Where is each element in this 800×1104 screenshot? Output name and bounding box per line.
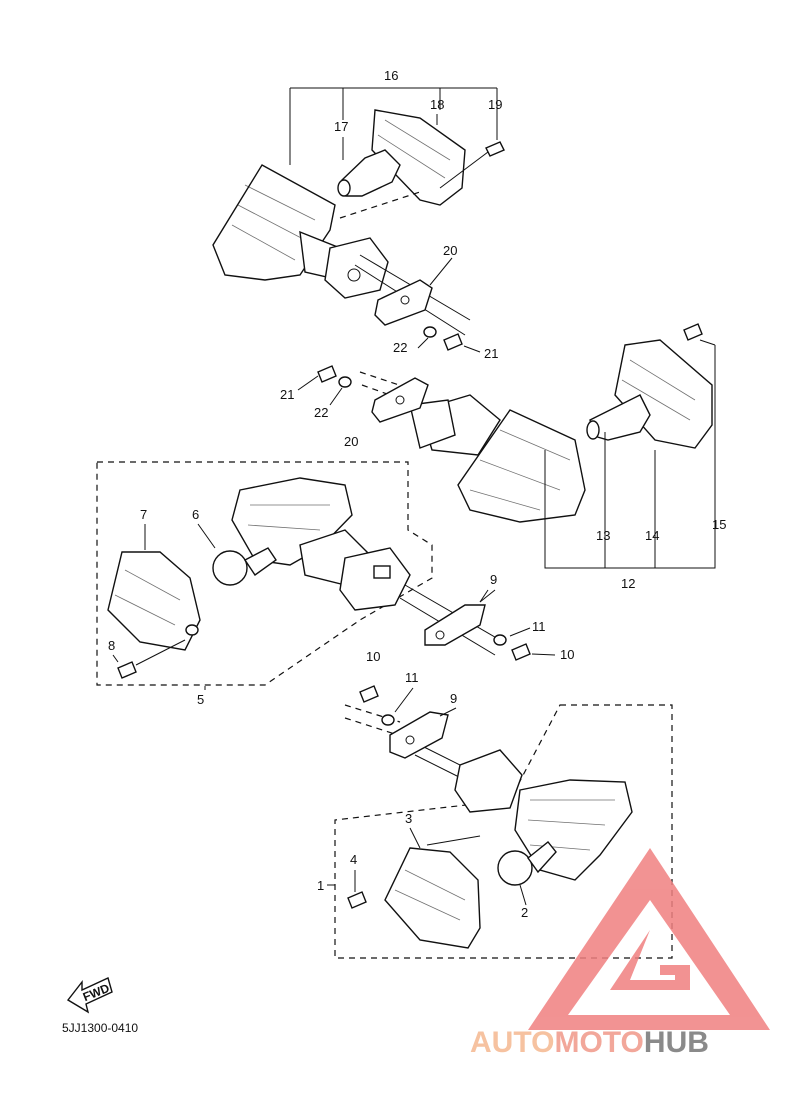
screw-21-top	[443, 333, 463, 351]
screw-15	[683, 323, 703, 341]
gasket-20-mid	[371, 377, 429, 423]
screw-8	[117, 661, 137, 679]
callout-1: 1	[317, 878, 324, 893]
callout-21-mid: 21	[280, 387, 294, 402]
lens-7	[107, 551, 201, 651]
callout-18: 18	[430, 97, 444, 112]
fwd-arrow: FWD	[66, 977, 113, 1014]
bulb-17	[341, 149, 401, 197]
gasket-9-bottom	[389, 711, 449, 759]
callout-11-bottom: 11	[405, 670, 419, 685]
fwd-label: FWD	[81, 981, 112, 1004]
callout-5: 5	[197, 692, 204, 707]
callout-4: 4	[350, 852, 357, 867]
rubber-grommet-12	[409, 399, 456, 449]
screw-4	[347, 891, 367, 909]
callout-6: 6	[192, 507, 199, 522]
callout-10-bottom: 10	[366, 649, 380, 664]
callout-11-mid: 11	[532, 619, 546, 634]
assembly-1-rear-right-flasher	[334, 685, 673, 959]
watermark-triangle-icon	[528, 848, 770, 1030]
callout-20-top: 20	[443, 243, 457, 258]
callout-22-mid: 22	[314, 405, 328, 420]
callout-14: 14	[645, 528, 659, 543]
screw-10-bottom	[359, 685, 379, 703]
washer-22-top	[423, 326, 437, 338]
assembly-5-rear-left-flasher	[96, 461, 556, 686]
screw-21-mid	[317, 365, 337, 383]
screw-10-mid	[511, 643, 531, 661]
callout-15: 15	[712, 517, 726, 532]
callout-12: 12	[621, 576, 635, 591]
rubber-grommet-1	[454, 749, 523, 813]
rubber-grommet	[324, 237, 389, 299]
bulb-2	[497, 850, 533, 886]
callout-7: 7	[140, 507, 147, 522]
callout-labels: 16 18 19 17 20 22 21 21 22 20 7 6 13 14 …	[108, 68, 726, 920]
flasher-housing-12	[457, 409, 586, 523]
washer-11-bottom	[381, 714, 395, 726]
watermark-text: AUTOMOTOHUB	[470, 1026, 709, 1059]
callout-22-top: 22	[393, 340, 407, 355]
callout-9-mid: 9	[490, 572, 497, 587]
assembly-16-front-left-flasher	[212, 87, 505, 353]
callout-2: 2	[521, 905, 528, 920]
callout-16: 16	[384, 68, 398, 83]
drawing-code: 5JJ1300-0410	[62, 1021, 138, 1035]
washer-22-mid	[338, 376, 352, 388]
watermark-logo	[528, 848, 770, 1030]
assembly-5-boundary	[96, 461, 433, 686]
rubber-grommet-5	[339, 547, 411, 611]
callout-13: 13	[596, 528, 610, 543]
gasket-9-mid	[424, 604, 486, 646]
washer-11-mid	[493, 634, 507, 646]
callout-3: 3	[405, 811, 412, 826]
callout-9-bottom: 9	[450, 691, 457, 706]
lens-3	[384, 847, 481, 949]
callout-17: 17	[334, 119, 348, 134]
bulb-6	[212, 550, 248, 586]
gasket-20-top	[374, 279, 433, 326]
callout-8: 8	[108, 638, 115, 653]
assembly-12-front-right-flasher	[297, 323, 716, 569]
screw-19	[485, 141, 505, 157]
callout-20-mid: 20	[344, 434, 358, 449]
callout-10-mid: 10	[560, 647, 574, 662]
callout-19: 19	[488, 97, 502, 112]
callout-21-top: 21	[484, 346, 498, 361]
